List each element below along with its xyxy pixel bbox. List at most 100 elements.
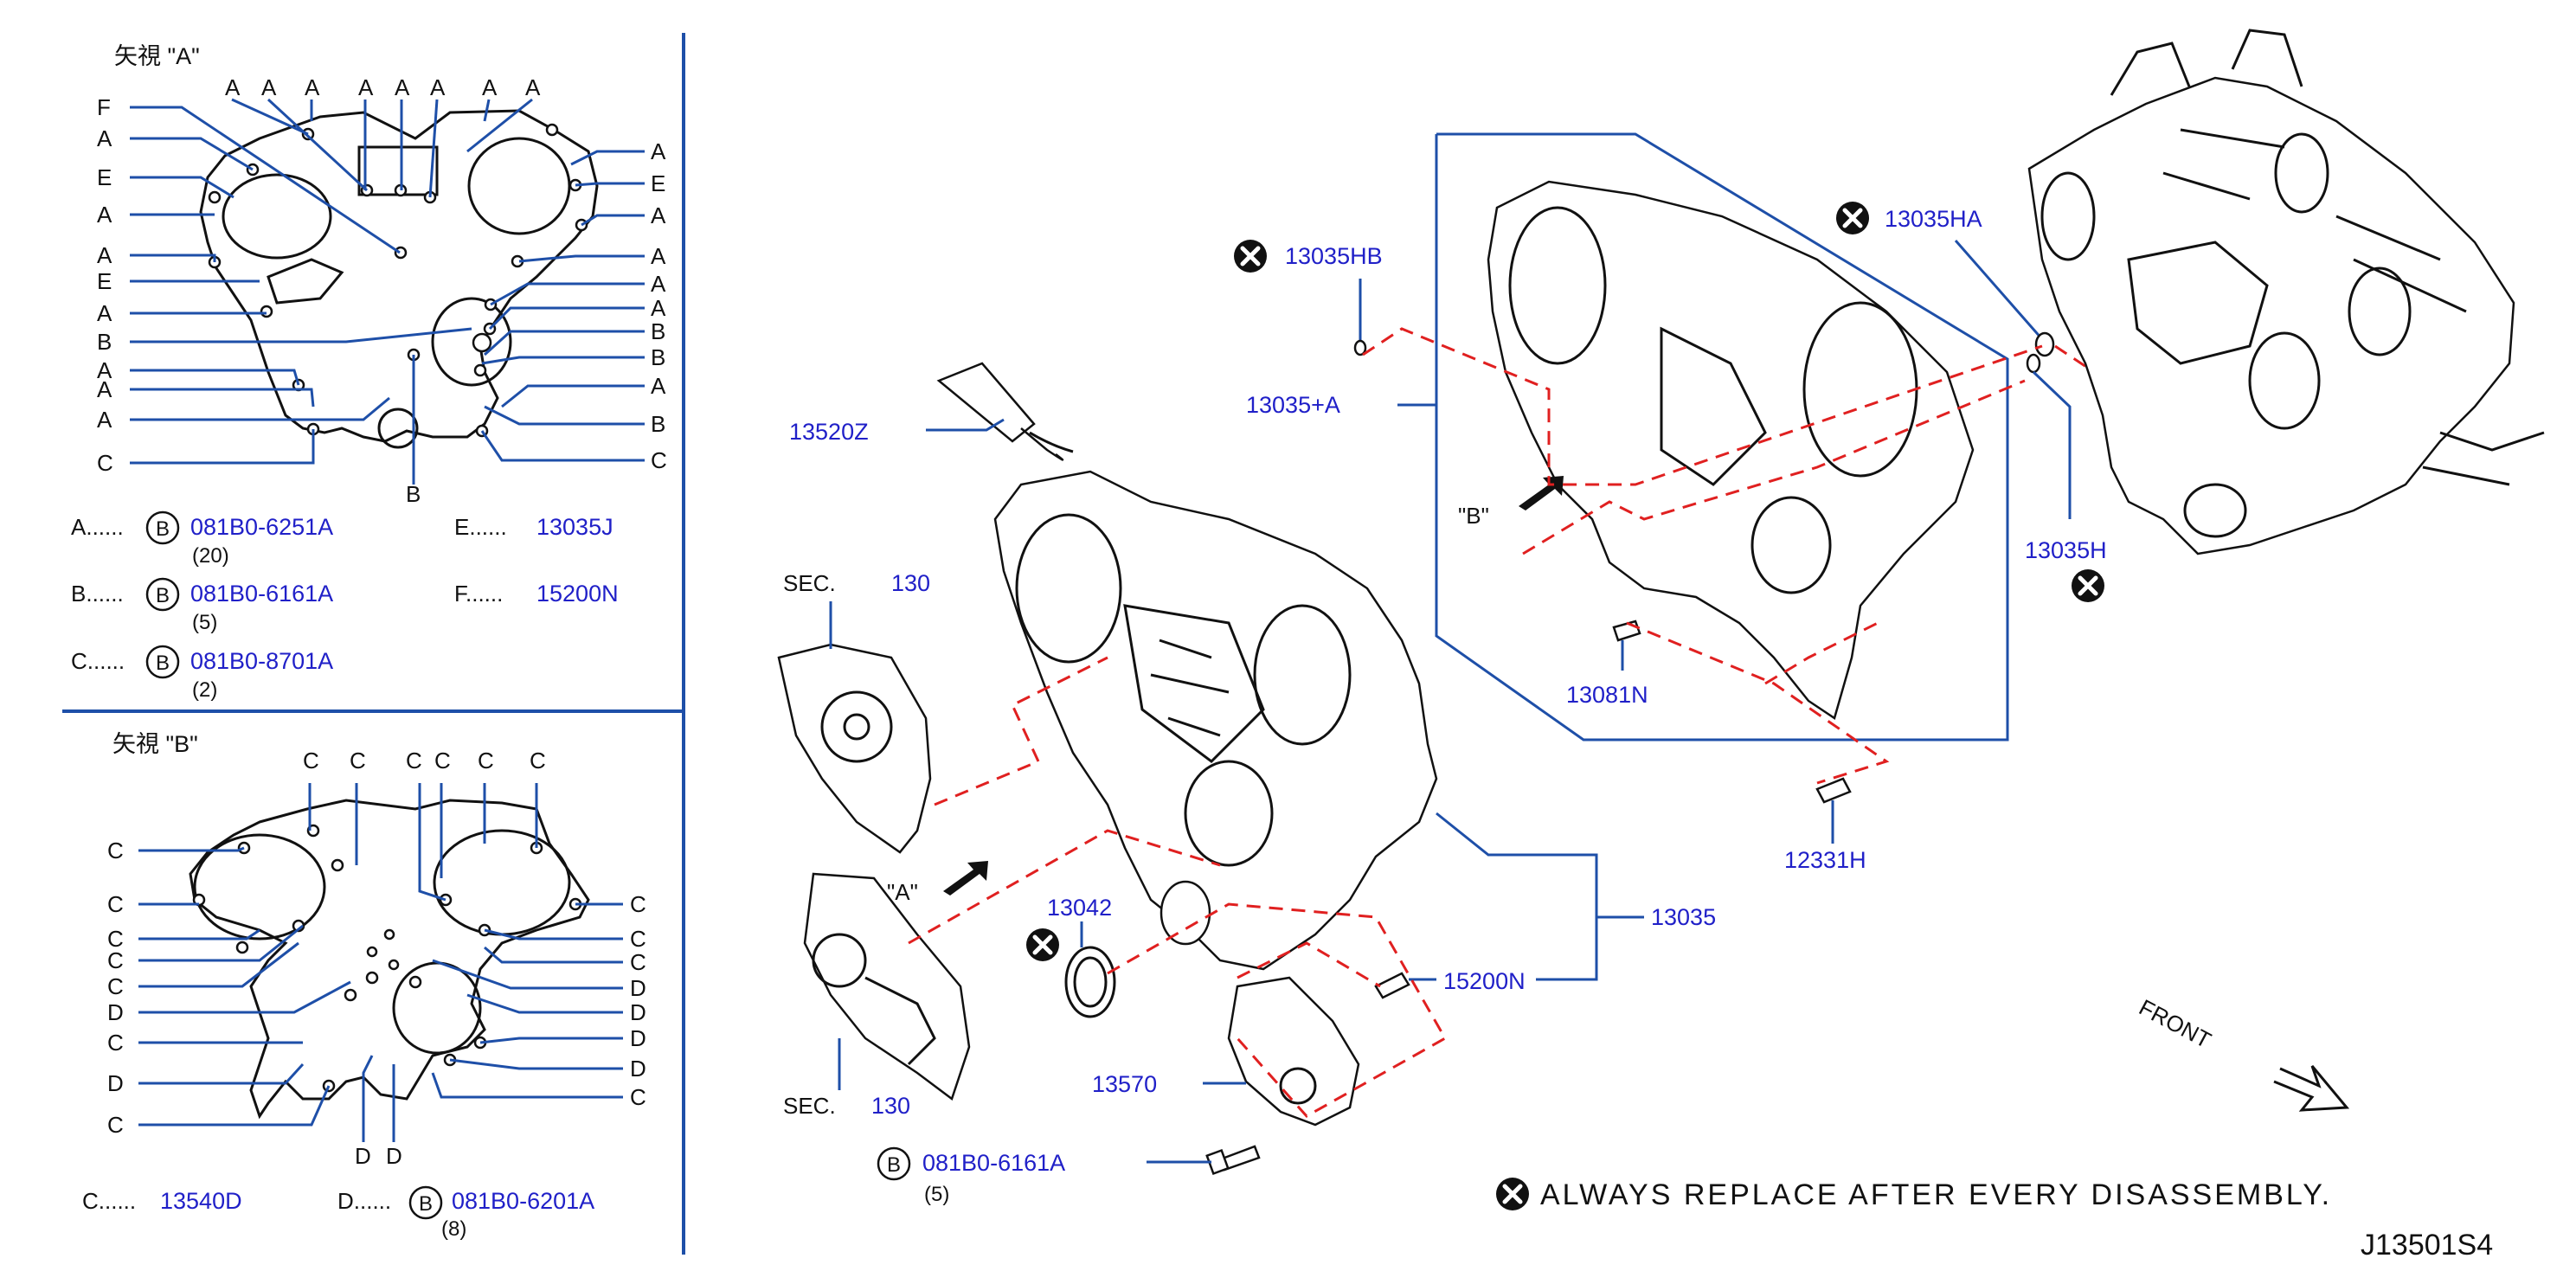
svg-text:A: A	[651, 202, 666, 228]
svg-text:C: C	[107, 1030, 124, 1056]
view-b-right-labels: C C C D D D D C	[630, 891, 646, 1110]
view-b-lower-bore	[392, 961, 482, 1055]
replace-note: ALWAYS REPLACE AFTER EVERY DISASSEMBLY.	[1540, 1178, 2332, 1211]
svg-text:A: A	[97, 300, 112, 326]
rear-plate-center	[1660, 326, 1767, 486]
svg-text:C: C	[107, 926, 124, 952]
svg-text:B: B	[651, 411, 665, 437]
front-cover-bore-1	[1015, 513, 1122, 664]
svg-text:D: D	[630, 1025, 646, 1051]
view-a-center-plate	[357, 145, 439, 196]
part-13035-plus-a: 13035+A	[1246, 392, 1340, 418]
svg-text:D: D	[355, 1143, 371, 1169]
part-13035HA: 13035HA	[1885, 206, 1982, 232]
svg-text:D......: D......	[337, 1188, 391, 1214]
svg-text:A......: A......	[71, 514, 124, 540]
replace-x-icon	[1836, 202, 1869, 234]
diagram-code: J13501S4	[2361, 1229, 2493, 1262]
svg-text:A: A	[430, 74, 446, 100]
view-b-left-bore	[193, 833, 326, 941]
rear-plate-bore-1	[1508, 206, 1607, 365]
view-a-panel: 矢視 "A"	[71, 43, 667, 702]
svg-text:C: C	[107, 1112, 124, 1138]
svg-text:A: A	[651, 243, 666, 269]
view-a-legend: A...... 081B0-6251A (20) B...... 081B0-6…	[71, 510, 619, 702]
part-13520Z: 13520Z	[789, 419, 869, 445]
sealant-tube-icon	[936, 362, 1074, 461]
svg-text:C: C	[651, 447, 667, 473]
front-arrow-icon	[2273, 1065, 2350, 1112]
front-cover-bore-3	[1184, 760, 1274, 867]
svg-text:D: D	[107, 1070, 124, 1096]
front-cover-ribs	[1123, 604, 1265, 763]
svg-text:(5): (5)	[192, 611, 217, 634]
dowel-12331H	[1815, 777, 1852, 804]
o-ring-13035H	[2026, 353, 2041, 374]
part-13035: 13035	[1651, 904, 1716, 930]
svg-text:081B0-6161A: 081B0-6161A	[190, 581, 333, 607]
svg-text:F: F	[97, 94, 111, 120]
svg-text:13035J: 13035J	[536, 514, 613, 540]
svg-text:081B0-6251A: 081B0-6251A	[190, 514, 333, 540]
bolt-part: 081B0-6161A	[922, 1150, 1065, 1176]
svg-text:E......: E......	[454, 514, 507, 540]
svg-text:C: C	[406, 748, 422, 774]
svg-text:D: D	[630, 975, 646, 1001]
rear-plate-bore-3	[1751, 496, 1832, 594]
svg-text:A: A	[525, 74, 541, 100]
svg-text:C: C	[530, 748, 546, 774]
sec-number-lower: 130	[871, 1093, 910, 1119]
view-b-right-bore	[433, 829, 571, 936]
o-ring-13035HB	[1353, 339, 1367, 356]
bolt-symbol-icon	[877, 1146, 911, 1181]
view-b-left-labels: C C C C C D C D C	[107, 838, 124, 1138]
view-a-right-labels: A E A A A A B B A B C	[651, 138, 667, 473]
svg-text:A: A	[651, 373, 666, 399]
svg-text:C: C	[434, 748, 451, 774]
svg-text:C......: C......	[71, 648, 125, 674]
svg-text:A: A	[97, 242, 112, 268]
part-13570: 13570	[1092, 1071, 1157, 1097]
svg-text:B......: B......	[71, 581, 124, 607]
svg-text:13540D: 13540D	[160, 1188, 242, 1214]
svg-text:A: A	[225, 74, 241, 100]
svg-text:A: A	[395, 74, 410, 100]
oil-pump-13570	[1227, 976, 1360, 1127]
part-15200N: 15200N	[1443, 968, 1526, 994]
view-b-legend: C...... 13540D D...... 081B0-6201A (8)	[82, 1185, 594, 1241]
svg-text:A: A	[97, 376, 112, 402]
svg-text:B: B	[97, 329, 112, 355]
part-13042: 13042	[1047, 895, 1112, 921]
replace-x-icon	[2072, 569, 2104, 602]
svg-text:B: B	[651, 318, 665, 344]
sec-number-upper: 130	[891, 570, 930, 596]
view-a-right-bore	[467, 137, 571, 235]
view-a-lower-bore	[431, 297, 512, 387]
svg-text:15200N: 15200N	[536, 581, 619, 607]
front-cover-bore-2	[1253, 604, 1352, 746]
oil-seal-13042	[1064, 946, 1116, 1018]
view-b-panel: 矢視 "B"	[82, 731, 646, 1241]
front-cover-ribs-2	[1150, 639, 1230, 737]
svg-text:E: E	[651, 170, 665, 196]
view-a-gasket-outline	[199, 109, 599, 443]
sec-label-lower: SEC.	[783, 1093, 836, 1119]
view-a-title: 矢視 "A"	[114, 43, 200, 69]
bolt-qty: (5)	[924, 1183, 949, 1206]
svg-text:C: C	[107, 947, 124, 973]
svg-text:A: A	[651, 295, 666, 321]
engine-block	[2027, 29, 2545, 555]
svg-text:C: C	[303, 748, 319, 774]
svg-text:A: A	[482, 74, 498, 100]
view-arrow-icon	[943, 861, 988, 896]
part-13035HB: 13035HB	[1285, 243, 1383, 269]
svg-text:C: C	[478, 748, 494, 774]
svg-text:D: D	[630, 999, 646, 1025]
svg-text:A: A	[97, 407, 112, 433]
svg-text:C......: C......	[82, 1188, 136, 1214]
svg-text:C: C	[630, 891, 646, 917]
gasket-group-box	[1435, 132, 2009, 742]
svg-text:A: A	[97, 202, 112, 228]
dowel-15200N	[1374, 972, 1410, 999]
